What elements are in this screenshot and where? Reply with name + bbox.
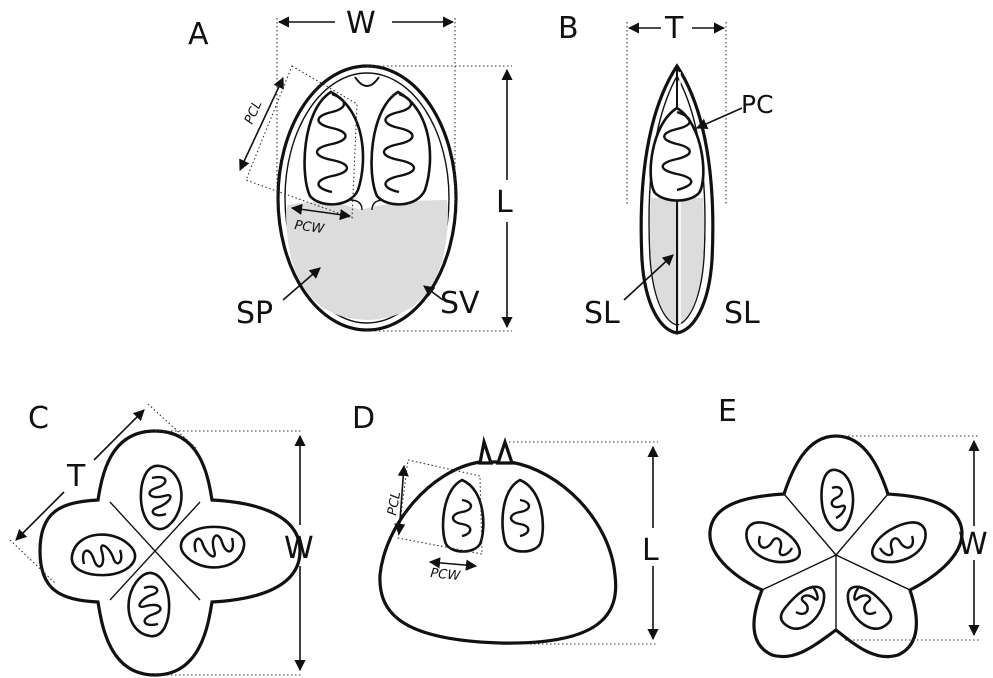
sporoplasm-label: SP (236, 296, 273, 331)
panel-a: A W L PCL (188, 6, 513, 331)
polar-capsule-top (141, 466, 182, 529)
polar-capsule-bottom (129, 573, 170, 636)
width-label: W (958, 527, 988, 562)
shell-valve-label: SV (440, 286, 480, 321)
polar-capsule-label: PC (741, 90, 774, 119)
polar-capsule-length-arrow (240, 78, 283, 170)
panel-d: D PCL PCW L (352, 401, 659, 644)
thickness-label: T (66, 459, 86, 494)
thickness-label: T (664, 11, 684, 46)
panel-b: B T PC SL SL (558, 11, 774, 333)
panel-c-label: C (28, 401, 49, 436)
panel-a-label: A (188, 17, 209, 52)
polar-capsule-width-label: PCW (430, 566, 462, 584)
panel-d-label: D (352, 401, 375, 436)
width-label: W (284, 531, 314, 566)
sutural-line-label-right: SL (724, 296, 760, 331)
caudal-projection-right (498, 442, 512, 463)
polar-capsule-pointer (697, 108, 742, 128)
polar-capsule-1 (822, 470, 854, 530)
polar-capsule-right (181, 527, 244, 568)
width-label: W (346, 6, 376, 41)
panel-b-label: B (558, 11, 579, 46)
polar-capsule-left (72, 535, 135, 576)
length-label: L (642, 533, 659, 568)
spore-frontal-view-outline (380, 462, 616, 643)
panel-c: C T W (10, 401, 314, 675)
panel-e-label: E (718, 394, 737, 429)
caudal-projection-left (480, 442, 491, 463)
panel-e: E W (710, 394, 988, 657)
sutural-line-label-left: SL (584, 296, 620, 331)
length-label: L (496, 185, 513, 220)
